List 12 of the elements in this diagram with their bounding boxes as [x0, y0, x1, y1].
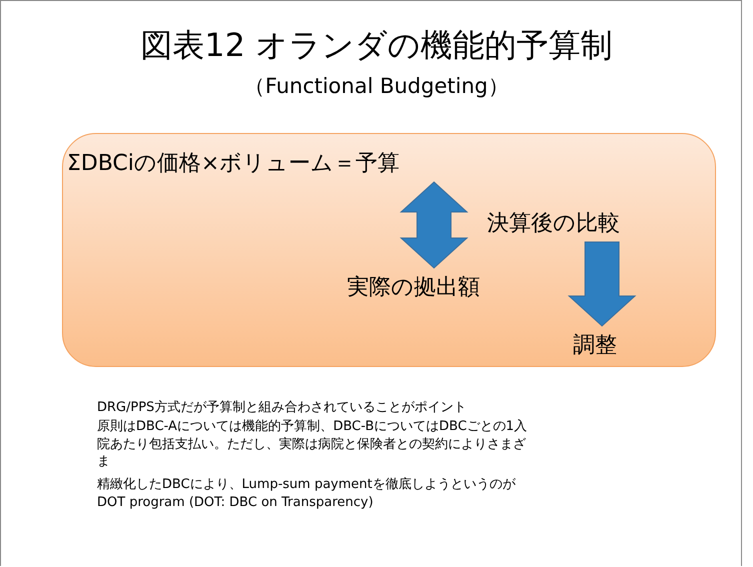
subtitle: （Functional Budgeting） [243, 74, 510, 100]
text-label: ΣDBCiの価格×ボリューム＝予算 [67, 147, 397, 181]
text-label: 調整 [573, 329, 637, 363]
note-text: DRG/PPS方式だが予算制と組み合わされていることがポイント [97, 400, 468, 416]
text-label: 決算後の比較 [487, 207, 659, 241]
block-arrow [568, 242, 636, 327]
note-text: 原則はDBC-Aについては機能的予算制、DBC-BについてはDBCごとの1入院あたり包括支払い。ただし、実際は病院と保険者との契約によりさまざま [97, 418, 528, 471]
block-arrow [400, 181, 468, 269]
text-label: 実際の拠出額 [347, 271, 519, 305]
title: 図表12 オランダの機能的予算制 [140, 26, 614, 64]
rounded-panel [62, 133, 716, 367]
note-text: 精緻化したDBCにより、Lump-sum paymentを徹底しようというのが DOT program (DOT: DBC on Transparency) [97, 476, 516, 512]
